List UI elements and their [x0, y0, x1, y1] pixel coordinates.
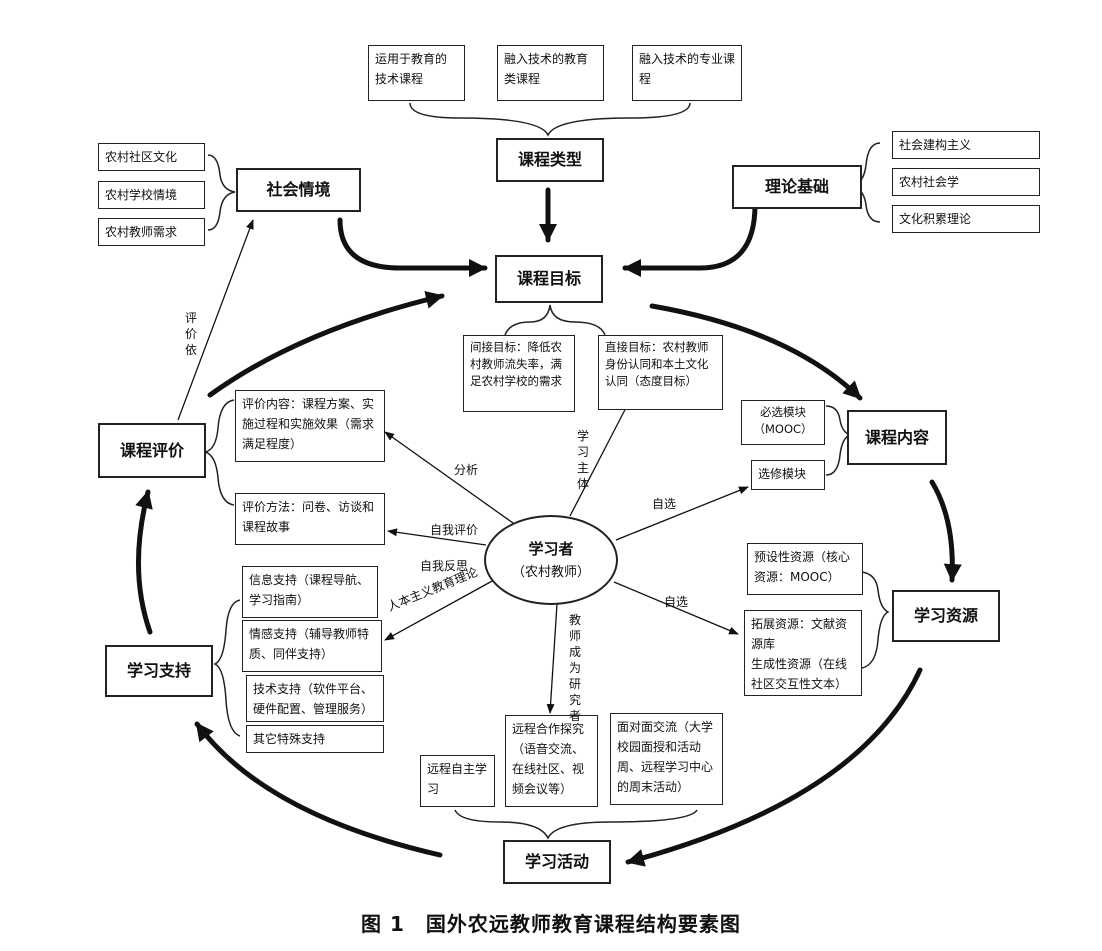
label-subject: 学习主体 [576, 429, 589, 491]
arrow-activities-to-support [194, 721, 443, 858]
arrow-learner-humanism [384, 579, 495, 641]
node-type-edu: 运用于教育的技术课程 [368, 45, 465, 101]
node-sup-tech: 技术支持（软件平台、硬件配置、管理服务） [246, 675, 384, 722]
node-eval-content: 评价内容：课程方案、实施过程和实施效果（需求满足程度） [235, 390, 385, 462]
label-analysis: 分析 [454, 463, 479, 477]
label-teacher-researcher: 教师成为研究者 [568, 613, 581, 723]
arrow-learner-analysis [384, 431, 521, 529]
brace-eval [204, 399, 235, 506]
node-social-culture: 农村社区文化 [98, 143, 205, 171]
learner-subtitle: （农村教师） [511, 565, 590, 580]
node-sup-info: 信息支持（课程导航、学习指南） [242, 566, 378, 618]
arrow-learner-required [615, 486, 749, 541]
arrow-support-to-eval [135, 489, 153, 635]
brace-activities [454, 809, 698, 840]
label-self-select-2: 自选 [664, 595, 689, 609]
figure-caption: 图 1 国外农远教师教育课程结构要素图 [361, 912, 741, 936]
node-social-context: 社会情境 [236, 168, 361, 212]
brace-support [213, 599, 241, 737]
arrow-learner-resources [613, 581, 739, 635]
arrow-social-to-goal [337, 217, 488, 277]
node-act-face: 面对面交流（大学校园面授和活动周、远程学习中心的周末活动） [610, 713, 723, 805]
node-eval-method: 评价方法：问卷、访谈和课程故事 [235, 493, 385, 545]
brace-resources [861, 571, 890, 669]
node-theory-rural-sociology: 农村社会学 [892, 168, 1040, 196]
node-act-self: 远程自主学习 [420, 755, 495, 807]
node-social-school: 农村学校情境 [98, 181, 205, 209]
node-theory: 理论基础 [732, 165, 862, 209]
node-type-tech-pro: 融入技术的专业课程 [632, 45, 742, 101]
node-act-remote: 远程合作探究（语音交流、在线社区、视频会议等） [505, 715, 598, 807]
node-resources: 学习资源 [892, 590, 1000, 642]
learner-title: 学习者 [528, 540, 574, 558]
node-res-preset: 预设性资源（核心资源：MOOC） [747, 543, 863, 595]
node-theory-constructivism: 社会建构主义 [892, 131, 1040, 159]
arrow-theory-to-goal [622, 202, 758, 277]
arrow-content-to-resources [929, 479, 962, 583]
node-content: 课程内容 [847, 410, 947, 465]
node-content-elective: 选修模块 [751, 460, 825, 490]
label-self-select-1: 自选 [652, 497, 677, 511]
node-content-required: 必选模块（MOOC） [741, 400, 825, 445]
node-goal-direct: 直接目标：农村教师身份认同和本土文化认同（态度目标） [598, 335, 723, 410]
brace-course-type [409, 102, 691, 137]
arrow-learner-selfeval [387, 528, 487, 546]
node-course-type: 课程类型 [496, 138, 604, 182]
arrow-eval-basis [177, 219, 254, 421]
node-evaluation: 课程评价 [98, 423, 206, 478]
brace-goal [504, 304, 606, 336]
arrow-resources-to-activities [625, 667, 923, 867]
arrow-goal-to-content [649, 303, 863, 401]
node-goal: 课程目标 [495, 255, 603, 303]
node-activities: 学习活动 [503, 840, 611, 884]
arrow-eval-to-goal [207, 290, 445, 398]
node-learner: 学习者 （农村教师） [484, 515, 618, 605]
node-theory-cultural: 文化积累理论 [892, 205, 1040, 233]
label-self-reflect: 自我反思 [420, 559, 469, 573]
node-type-tech-edu: 融入技术的教育类课程 [497, 45, 604, 101]
node-support: 学习支持 [105, 645, 213, 697]
arrow-learner-remote [546, 603, 558, 714]
arrow-learner-subject [569, 399, 631, 517]
node-sup-other: 其它特殊支持 [246, 725, 384, 753]
node-res-extended: 拓展资源：文献资源库 生成性资源（在线社区交互性文本） [744, 610, 862, 696]
node-social-needs: 农村教师需求 [98, 218, 205, 246]
node-sup-emotion: 情感支持（辅导教师特质、同伴支持） [242, 620, 382, 672]
label-eval-basis: 评价依 [184, 311, 197, 357]
brace-social [207, 154, 236, 231]
label-self-eval: 自我评价 [430, 523, 479, 537]
node-goal-indirect: 间接目标：降低农村教师流失率，满足农村学校的需求 [463, 335, 575, 412]
